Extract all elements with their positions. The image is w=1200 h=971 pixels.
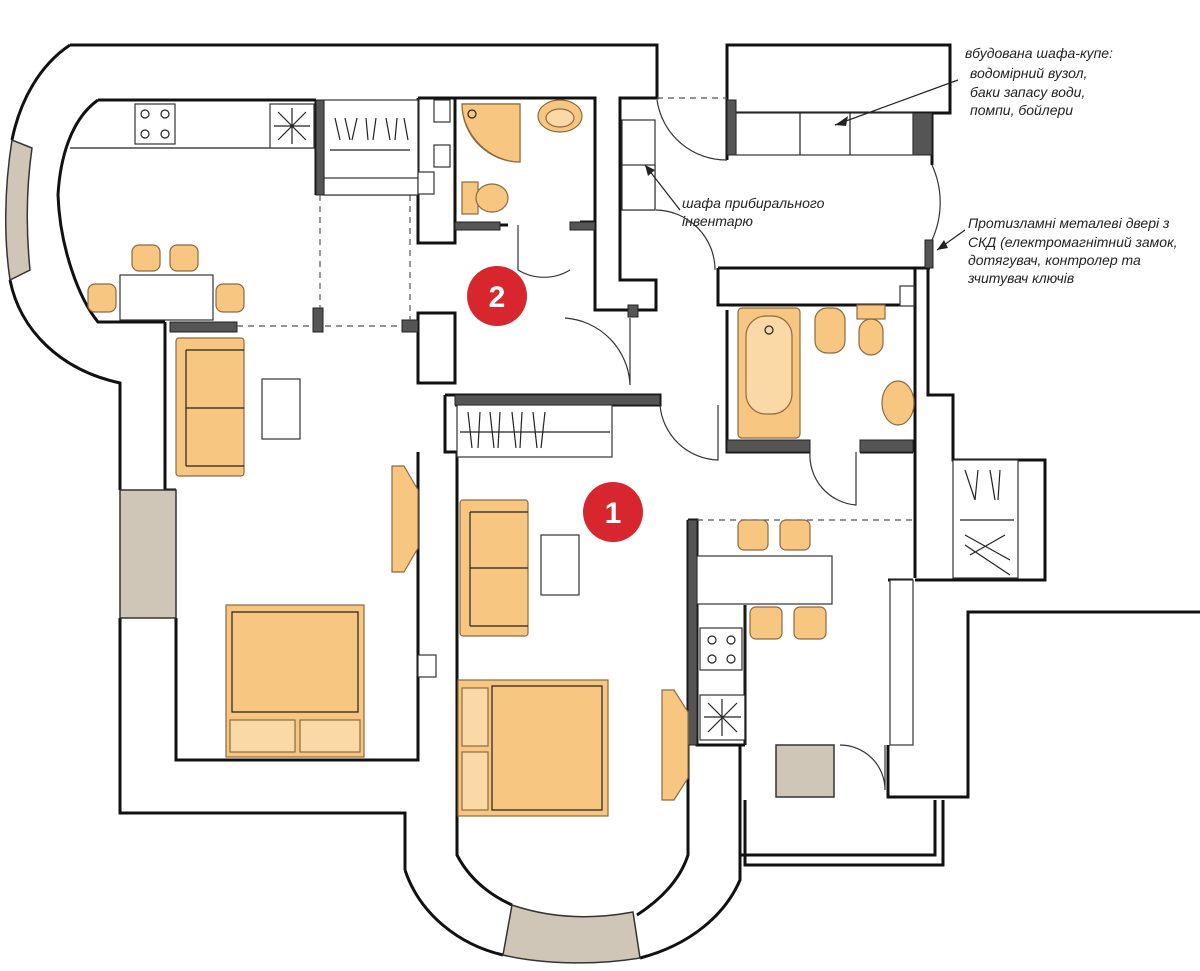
door-closet — [655, 209, 716, 271]
annotation-leaders — [644, 79, 966, 251]
room-number-1: 1 — [605, 497, 622, 530]
door-hall — [564, 317, 631, 386]
small-bathroom — [461, 99, 583, 215]
wardrobe-right — [952, 459, 1019, 579]
wardrobe-room-1 — [456, 404, 613, 458]
dashed-openings — [237, 97, 913, 521]
sofa-left — [175, 337, 245, 477]
note-cleaning-closet: шафа прибирального інвентарю — [682, 195, 825, 229]
tv-stand-room-1 — [661, 689, 689, 801]
stove-right-icon — [699, 627, 743, 671]
window-west-top — [5, 138, 33, 282]
cleaning-closet — [621, 119, 656, 211]
door-kitchen-exit — [839, 744, 886, 791]
note-security-door: Протизламні металеві двері з СКД (електр… — [967, 215, 1178, 286]
room-badge-1: 1 — [583, 482, 643, 542]
note-door-line-1: Протизламні металеві двері з — [968, 215, 1170, 231]
note-closet-line-1: шафа прибирального — [682, 195, 825, 211]
stove-icon — [134, 103, 176, 145]
kitchen-top-left — [70, 103, 316, 321]
note-door-line-2: СКД (електромагнітний замок, — [968, 234, 1178, 250]
window-west-mid — [119, 489, 177, 619]
note-closet-line-2: інвентарю — [682, 213, 753, 229]
room-1-furniture — [456, 404, 689, 817]
coffee-table-room-1 — [540, 534, 580, 596]
note-wardrobe-line-3: баки запасу води, — [970, 84, 1085, 100]
note-wardrobe-line-1: вбудована шафа-купе: — [965, 45, 1113, 61]
doors — [517, 99, 941, 791]
note-door-line-3: дотягувач, контролер та — [968, 252, 1141, 268]
outer-walls — [8, 43, 1200, 960]
door-entry — [656, 99, 728, 161]
windows — [5, 138, 835, 964]
tv-stand-left — [391, 465, 419, 573]
bidet-icon — [814, 307, 846, 354]
washbasin-large-icon — [881, 380, 915, 426]
toilet-large-icon — [856, 304, 886, 320]
room-2-furniture — [175, 337, 437, 758]
built-in-wardrobe — [735, 112, 914, 156]
room-number-2: 2 — [489, 281, 506, 314]
coffee-table-left — [261, 378, 301, 440]
large-bathroom — [737, 285, 915, 439]
window-south-bay — [502, 904, 641, 964]
room-badge-2: 2 — [467, 266, 527, 326]
note-door-line-4: зчитувач ключів — [967, 270, 1074, 286]
note-wardrobe-line-2: водомірний вузол, — [970, 65, 1087, 81]
note-wardrobe-line-4: помпи, бойлери — [970, 102, 1073, 118]
kitchen-right — [696, 459, 1019, 746]
wardrobe-top — [323, 99, 451, 196]
door-room-1 — [659, 404, 719, 461]
door-bath-large — [809, 451, 857, 506]
note-built-in-wardrobe: вбудована шафа-купе: водомірний вузол, б… — [965, 45, 1113, 118]
dining-table — [119, 274, 214, 321]
window-south-right — [775, 744, 835, 798]
door-entrance-security — [931, 164, 941, 241]
door-bathroom-small — [517, 225, 571, 278]
kitchen-island — [696, 555, 833, 605]
